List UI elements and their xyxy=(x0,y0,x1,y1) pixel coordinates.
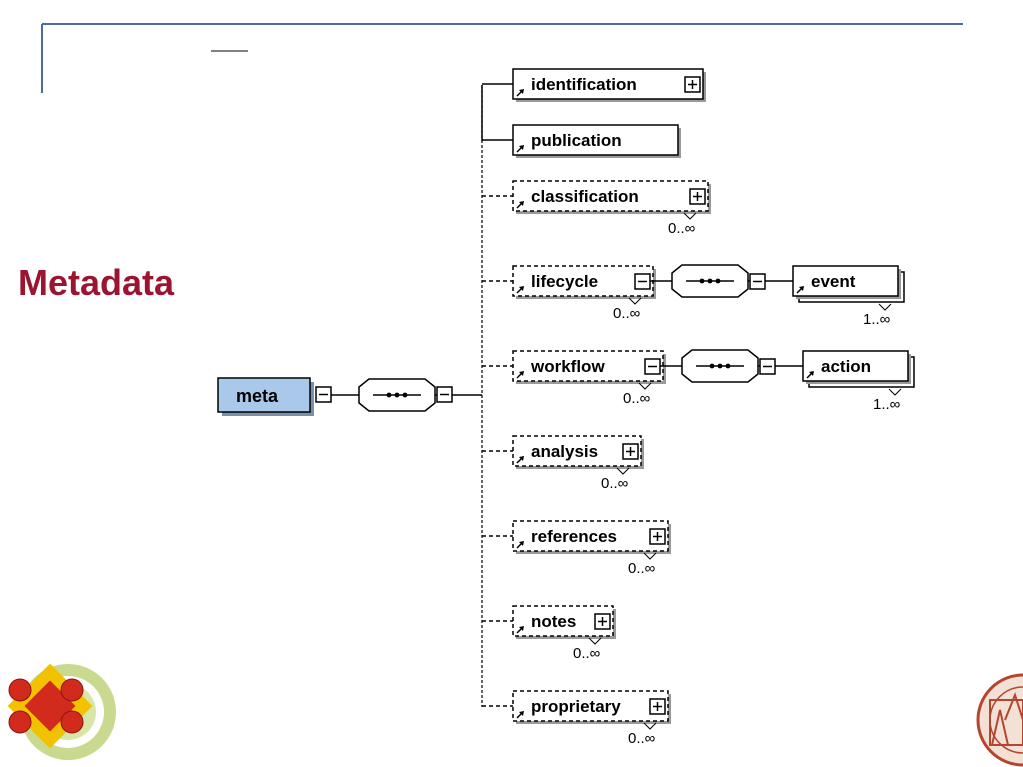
child-sequence-icon xyxy=(671,264,749,298)
expand-icon xyxy=(649,698,666,715)
element-label-workflow: workflow xyxy=(530,357,605,376)
root-label: meta xyxy=(236,386,279,406)
element-label-action: action xyxy=(821,357,871,376)
child-sequence-icon xyxy=(681,349,759,383)
element-label-identification: identification xyxy=(531,75,637,94)
expand-icon xyxy=(649,528,666,545)
cardinality-label: 0..∞ xyxy=(668,212,697,237)
red-cross-puzzle-logo xyxy=(7,663,116,760)
cardinality-label: 0..∞ xyxy=(601,467,630,492)
element-meta: meta xyxy=(217,377,314,416)
element-classification: classification xyxy=(512,180,711,214)
cardinality-text: 0..∞ xyxy=(628,730,656,747)
element-workflow: workflow xyxy=(512,350,666,384)
cardinality-label: 0..∞ xyxy=(628,552,657,577)
element-label-classification: classification xyxy=(531,187,639,206)
expand-icon xyxy=(594,613,611,630)
cardinality-label: 0..∞ xyxy=(573,637,602,662)
element-action: action xyxy=(802,350,915,388)
cardinality-text: 0..∞ xyxy=(613,305,641,322)
element-label-references: references xyxy=(531,527,617,546)
cardinality-text: 1..∞ xyxy=(863,311,891,328)
cardinality-text: 0..∞ xyxy=(628,560,656,577)
cardinality-text: 0..∞ xyxy=(668,220,696,237)
collapse-icon xyxy=(644,358,661,375)
cardinality-text: 1..∞ xyxy=(873,396,901,413)
element-references: references xyxy=(512,520,671,554)
element-publication: publication xyxy=(512,124,681,158)
expand-icon xyxy=(622,443,639,460)
cardinality-text: 0..∞ xyxy=(573,645,601,662)
element-label-publication: publication xyxy=(531,131,622,150)
cardinality-label: 0..∞ xyxy=(613,297,642,322)
expand-icon xyxy=(684,76,701,93)
element-identification: identification xyxy=(512,68,706,102)
slide-title: Metadata xyxy=(18,262,175,303)
cardinality-label: 0..∞ xyxy=(623,382,652,407)
element-proprietary: proprietary xyxy=(512,690,671,724)
element-label-event: event xyxy=(811,272,856,291)
sequence-collapse-icon xyxy=(436,386,453,403)
element-label-analysis: analysis xyxy=(531,442,598,461)
element-label-lifecycle: lifecycle xyxy=(531,272,598,291)
collapse-icon xyxy=(749,273,766,290)
element-label-notes: notes xyxy=(531,612,576,631)
university-seal-logo xyxy=(976,673,1023,767)
element-lifecycle: lifecycle xyxy=(512,265,656,299)
cardinality-label: 1..∞ xyxy=(873,388,902,413)
element-label-proprietary: proprietary xyxy=(531,697,621,716)
element-event: event xyxy=(792,265,905,303)
expand-icon xyxy=(689,188,706,205)
cardinality-label: 0..∞ xyxy=(628,722,657,747)
root-sequence-icon xyxy=(358,378,436,412)
cardinality-label: 1..∞ xyxy=(863,303,892,328)
root-collapse-icon xyxy=(315,386,332,403)
cardinality-text: 0..∞ xyxy=(601,475,629,492)
cardinality-text: 0..∞ xyxy=(623,390,651,407)
collapse-icon xyxy=(634,273,651,290)
collapse-icon xyxy=(759,358,776,375)
